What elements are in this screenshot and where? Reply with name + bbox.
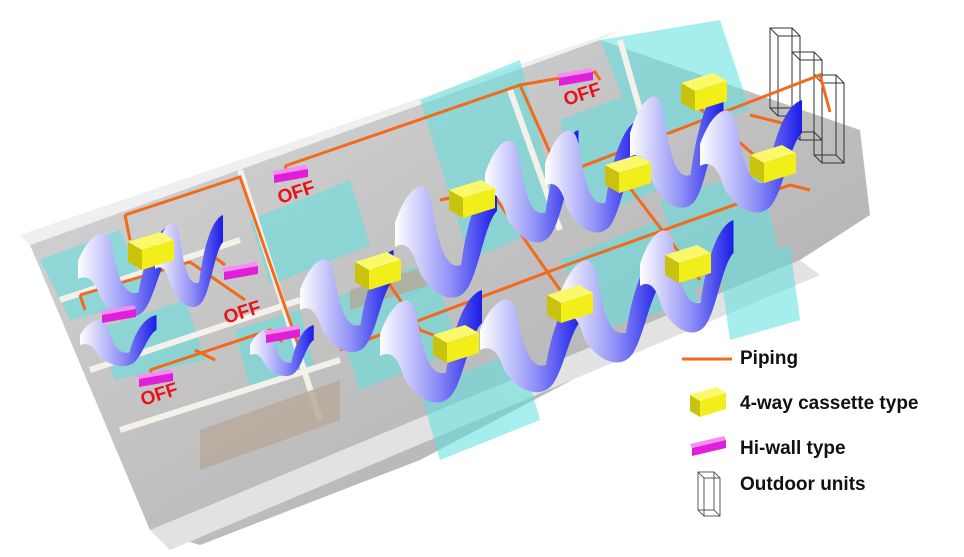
magenta-bar-icon <box>690 436 726 456</box>
legend-label: Hi-wall type <box>740 438 846 459</box>
yellow-box-icon <box>690 387 726 417</box>
legend-label: Outdoor units <box>740 474 866 495</box>
legend-label: 4-way cassette type <box>740 393 919 414</box>
orange-line-icon <box>682 357 732 361</box>
legend-label: Piping <box>740 348 799 369</box>
wireframe-box-icon <box>697 471 721 517</box>
